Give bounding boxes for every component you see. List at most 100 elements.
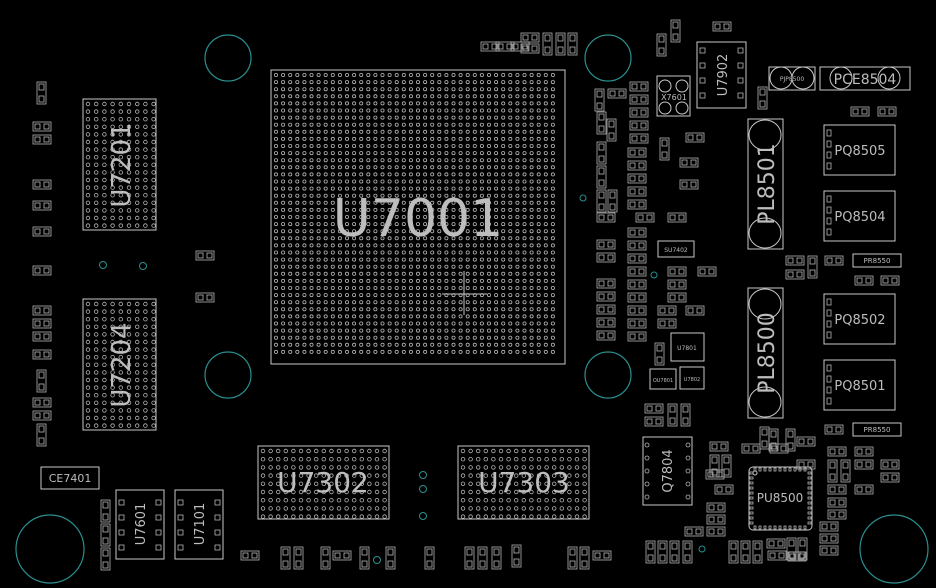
bga-pad [316, 300, 321, 305]
bga-pad [316, 285, 321, 290]
bga-pad [380, 80, 385, 85]
passive-body [705, 469, 725, 480]
bga-pad [544, 457, 549, 462]
bga-pad [465, 94, 470, 99]
bga-pad [336, 465, 342, 470]
qfn-pad [749, 501, 754, 505]
bga-pad [352, 349, 357, 354]
passive-pad [711, 443, 718, 450]
bga-pad [508, 186, 513, 191]
bga-pad [543, 342, 548, 347]
bga-pad [330, 179, 335, 184]
bga-pad [515, 122, 520, 127]
bga-pad [529, 328, 534, 333]
bga-pad [330, 250, 335, 255]
bga-pad [479, 165, 484, 170]
bga-pad [359, 186, 364, 191]
bga-pad [536, 264, 541, 269]
bga-pad [330, 80, 335, 85]
bga-pad [408, 73, 413, 78]
bga-pad [394, 172, 399, 177]
qfn-pad [807, 506, 812, 510]
passive-pad [882, 474, 889, 481]
passive-pad [618, 90, 625, 97]
passive-pad [708, 268, 715, 275]
bga-pad [373, 122, 378, 127]
bga-pad [559, 506, 564, 511]
bga-pad [330, 158, 335, 163]
bga-pad [483, 473, 488, 478]
passive-pad [708, 528, 715, 535]
bga-pad [380, 179, 385, 184]
bga-pad [281, 349, 286, 354]
bga-pad [529, 236, 534, 241]
bga-pad [288, 87, 293, 92]
passive-pad [102, 525, 109, 533]
passive-pad [656, 356, 663, 364]
bga-pad [323, 151, 328, 156]
bga-pad [102, 332, 107, 337]
bga-pad [472, 307, 477, 312]
passive-pad [842, 461, 849, 469]
bga-pad [486, 214, 491, 219]
bga-pad [408, 342, 413, 347]
bga-pad [515, 278, 520, 283]
passive-body [667, 266, 687, 277]
bga-pad [423, 151, 428, 156]
bga-pad [491, 498, 496, 503]
bga-pad [330, 243, 335, 248]
bga-pad [394, 293, 399, 298]
passive-pad [882, 277, 889, 284]
bga-pad [110, 147, 115, 152]
bga-pad [143, 339, 148, 345]
bga-pad [529, 165, 534, 170]
bga-pad [550, 87, 555, 92]
bga-pad [337, 158, 342, 163]
bga-pad [344, 165, 349, 170]
via [99, 261, 107, 269]
bga-pad [344, 285, 349, 290]
bga-pad [380, 250, 385, 255]
passive-pad [544, 34, 551, 42]
passive-pad [647, 554, 654, 562]
bga-pad [314, 498, 319, 503]
bga-pad [486, 122, 491, 127]
bga-pad [118, 377, 123, 383]
bga-pad [444, 87, 449, 92]
passive-body [840, 459, 851, 483]
mosfet-pad [826, 162, 832, 170]
passive-pad [43, 333, 50, 340]
bga-pad [309, 250, 314, 255]
bga-pad [330, 349, 335, 354]
bga-pad [330, 314, 335, 319]
bga-pad [352, 335, 357, 340]
bga-pad [273, 207, 278, 212]
bga-pad [430, 186, 435, 191]
passive-body [424, 546, 435, 570]
bga-pad [550, 101, 555, 106]
bga-pad [382, 465, 387, 470]
bga-pad [93, 215, 99, 221]
passive-body [656, 33, 667, 57]
passive-pad [282, 548, 289, 556]
pce8504-label: PCE8504 [834, 72, 897, 88]
bga-pad [316, 229, 321, 234]
bga-pad [476, 448, 481, 454]
bga-pad [143, 177, 148, 183]
qfn-pad [783, 525, 787, 530]
bga-pad [501, 342, 506, 347]
bga-pad [316, 193, 321, 198]
bga-pad [344, 207, 349, 212]
mounting-hole [15, 514, 85, 584]
bga-pad [288, 250, 293, 255]
passive-pad [682, 417, 689, 425]
bga-pad [366, 314, 371, 319]
bga-pad [143, 215, 148, 221]
bga-pad [486, 108, 491, 113]
passive-pad [322, 560, 329, 568]
bga-pad [330, 115, 335, 120]
bga-pad [536, 87, 541, 92]
bga-pad [93, 192, 99, 198]
bga-pad [352, 186, 357, 191]
passive-pad [607, 306, 614, 313]
